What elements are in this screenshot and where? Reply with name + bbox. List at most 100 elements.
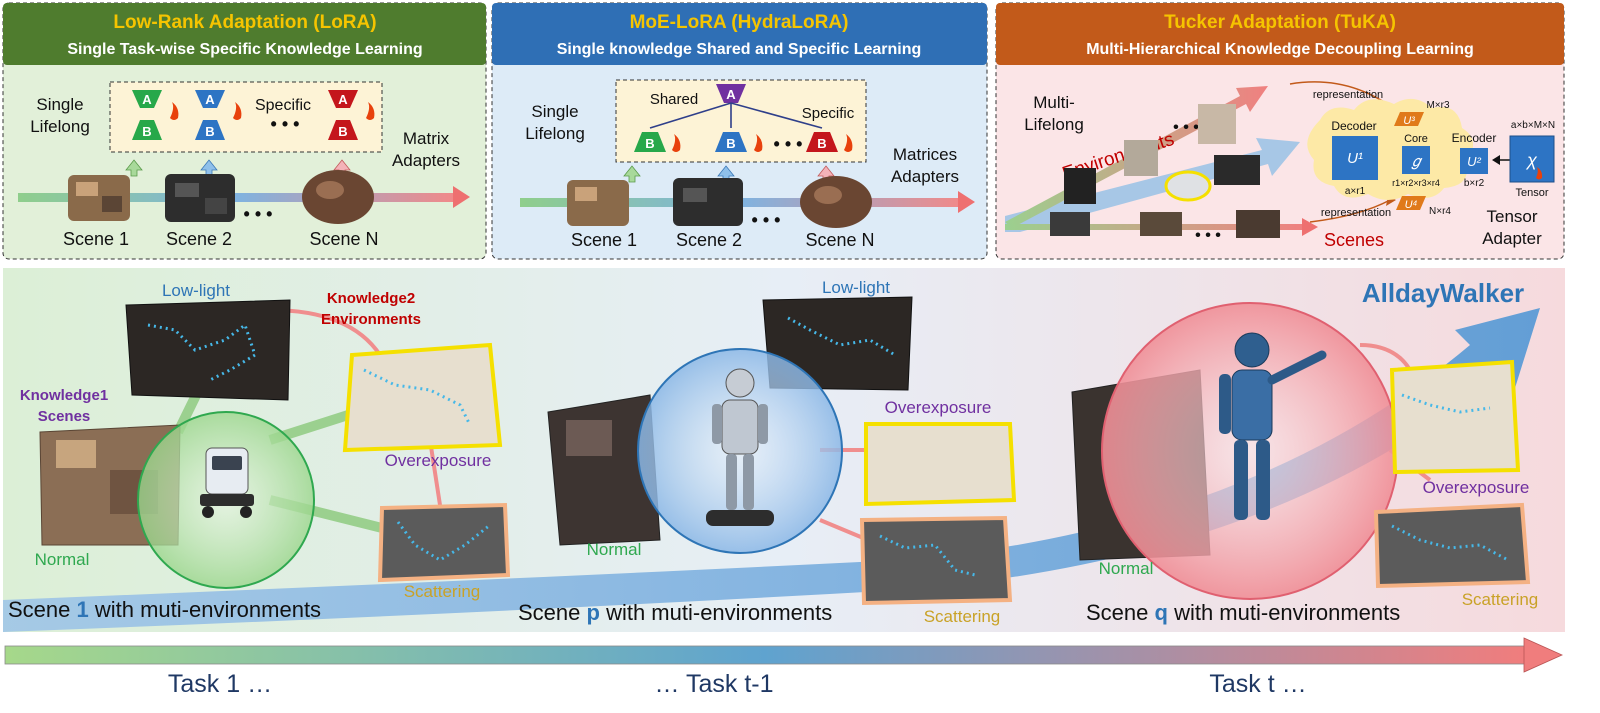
- fire-icon: [844, 134, 853, 152]
- lora-label-single: Single: [36, 95, 83, 114]
- moe-subtitle: Single knowledge Shared and Specific Lea…: [557, 41, 922, 58]
- lora-a-green: A: [142, 92, 152, 107]
- moe-b-blue-shape: [715, 132, 747, 152]
- lora-adapter-green: A B: [132, 90, 179, 140]
- overexposure-map: [342, 342, 503, 453]
- tuka-scene-ellipsis: • • •: [1195, 227, 1221, 244]
- arrow-head-icon: [958, 191, 975, 213]
- tuka-u3-shape: [1394, 112, 1424, 126]
- lora-b-green: B: [142, 124, 151, 139]
- env-thumbnail: [1214, 155, 1260, 185]
- lora-panel: Low-Rank Adaptation (LoRA) Single Task-w…: [2, 2, 487, 260]
- scene-q-group: Normal Overexposure Scattering Scene q w…: [1071, 302, 1539, 625]
- env-lowlight-p: Low-light: [822, 278, 890, 297]
- knowledge2-sub: Environments: [321, 311, 421, 328]
- env-scattering-q: Scattering: [1462, 590, 1539, 609]
- env-normal-p: Normal: [587, 540, 642, 559]
- tuka-g: 𝑔: [1411, 153, 1423, 170]
- fire-icon: [233, 102, 242, 120]
- tuka-u3: U³: [1403, 115, 1415, 127]
- tuka-encoder-label: Encoder: [1452, 131, 1497, 145]
- moe-b-blue: B: [726, 136, 735, 151]
- scattering-map: [377, 502, 511, 583]
- scene-p-group: Low-light Normal Overexposure Scattering…: [518, 278, 1017, 626]
- wheeled-robot-icon: [200, 447, 254, 518]
- moe-matrices-label: Matrices: [893, 145, 957, 164]
- scene-p-caption: Scene p with muti-environments: [518, 600, 832, 625]
- moe-shared-a: [716, 84, 746, 103]
- trajectory: [147, 322, 257, 382]
- moe-label-single: Single: [531, 102, 578, 121]
- env-thumbnail: [1198, 104, 1236, 144]
- tuka-decoder-label: Decoder: [1331, 119, 1376, 133]
- lora-scene-ellipsis: • • •: [244, 204, 273, 224]
- env-overexposure-p: Overexposure: [885, 398, 992, 417]
- env-thumbnail: [1164, 170, 1212, 202]
- tuka-tensor-caption: Tensor: [1486, 207, 1537, 226]
- tuka-dim-core: r1×r2×r3×r4: [1392, 178, 1440, 188]
- env-lowlight-1: Low-light: [162, 281, 230, 300]
- arrow-head-icon: [1302, 218, 1318, 236]
- lora-adapters-label: Adapters: [392, 151, 460, 170]
- tuka-u4: U⁴: [1405, 199, 1418, 211]
- tuka-dim-b: b×r2: [1464, 178, 1485, 189]
- moe-scene-2: Scene 2: [676, 230, 742, 250]
- env-scattering-1: Scattering: [404, 582, 481, 601]
- env-thumbnail: [1064, 168, 1096, 204]
- task-label-3: Task t …: [1209, 670, 1306, 698]
- tuka-u2: U²: [1467, 154, 1481, 169]
- brand-title: AlldayWalker: [1362, 278, 1524, 308]
- env-overexposure-1: Overexposure: [385, 451, 492, 470]
- moe-header: [492, 3, 987, 65]
- lora-scene-1: Scene 1: [63, 229, 129, 249]
- lora-subtitle: Single Task-wise Specific Knowledge Lear…: [67, 41, 422, 58]
- lora-ellipsis: • • •: [271, 114, 300, 134]
- moe-scene-1: Scene 1: [571, 230, 637, 250]
- moe-ellipsis: • • •: [774, 134, 803, 154]
- humanoid-robot-icon: [706, 368, 774, 526]
- arrow-left-icon: [1492, 155, 1500, 165]
- tuka-dim-n: N×r4: [1429, 206, 1451, 217]
- tuka-scenes-label: Scenes: [1324, 230, 1384, 250]
- tuka-core-block: [1402, 146, 1430, 174]
- moe-label-lifelong: Lifelong: [525, 124, 585, 143]
- task-label-2: … Task t-1: [654, 670, 773, 698]
- scene-q-caption: Scene q with muti-environments: [1086, 600, 1400, 625]
- moe-b-green-shape: [634, 132, 666, 152]
- lora-adapter-red: A B: [328, 90, 375, 140]
- scene-thumbnail: [1050, 212, 1090, 236]
- scene-1-caption: Scene 1 with muti-environments: [8, 597, 321, 622]
- lora-a-blue: A: [205, 92, 215, 107]
- moe-title: MoE-LoRA (HydraLoRA): [630, 12, 849, 33]
- overexposure-map: [1389, 359, 1521, 475]
- lora-scene-n: Scene N: [309, 229, 378, 249]
- tuka-u1-block: [1332, 136, 1378, 180]
- env-normal-q: Normal: [1099, 559, 1154, 578]
- lora-b-blue: B: [205, 124, 214, 139]
- knowledge1-sub: Scenes: [38, 408, 91, 425]
- tuka-adapter-caption: Adapter: [1482, 229, 1542, 248]
- lora-b-red: B: [338, 124, 347, 139]
- tuka-core-label: Core: [1404, 133, 1428, 145]
- tuka-subtitle: Multi-Hierarchical Knowledge Decoupling …: [1086, 41, 1474, 58]
- env-scattering-p: Scattering: [924, 607, 1001, 626]
- fire-icon: [1536, 167, 1543, 180]
- tuka-label-lifelong: Lifelong: [1024, 115, 1084, 134]
- task-label-1: Task 1 …: [168, 670, 272, 698]
- moe-a-purple: A: [726, 87, 736, 102]
- tuka-dim-m: M×r3: [1426, 100, 1450, 111]
- trajectory: [1391, 524, 1509, 562]
- scene-thumbnail: [1140, 212, 1182, 236]
- overexposure-map: [864, 422, 1017, 507]
- tuka-dim-a: a×r1: [1345, 186, 1366, 197]
- env-thumbnail: [1124, 140, 1158, 176]
- up-arrow-icon: [623, 165, 641, 183]
- tuka-tensor-block: [1509, 135, 1555, 183]
- fire-icon: [170, 102, 179, 120]
- trajectory: [879, 534, 976, 577]
- moe-adapters-label: Adapters: [891, 167, 959, 186]
- tuka-header: [996, 3, 1564, 65]
- scenario-panel: AlldayWalker Low-light Knowledge2 Enviro…: [3, 268, 1565, 632]
- task-timeline: Task 1 … … Task t-1 Task t …: [4, 637, 1563, 698]
- lora-matrix-label: Matrix: [403, 129, 450, 148]
